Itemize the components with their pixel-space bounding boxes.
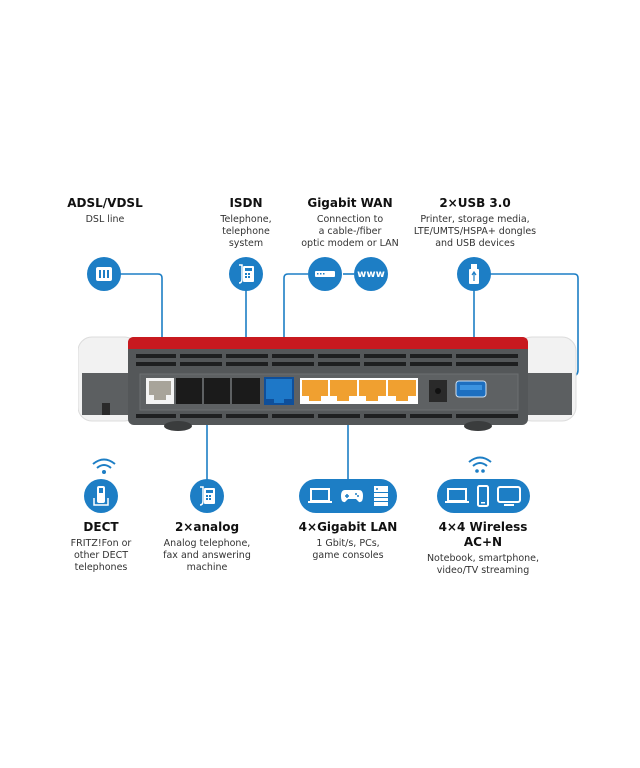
cordless-phone-icon bbox=[84, 479, 118, 513]
laptop-icon bbox=[307, 488, 332, 503]
feature-title: 2×USB 3.0 bbox=[439, 196, 511, 210]
feature-desc: Printer, storage media,LTE/UMTS/HSPA+ do… bbox=[413, 214, 537, 249]
dsl-splitter-icon bbox=[87, 257, 121, 291]
feature-adsl-vdsl: ADSL/VDSL DSL line bbox=[40, 196, 170, 226]
laptop-icon bbox=[444, 488, 469, 503]
port-fon bbox=[176, 378, 260, 404]
desk-phone-icon bbox=[190, 479, 224, 513]
feature-title: Gigabit WAN bbox=[307, 196, 393, 210]
server-icon bbox=[373, 486, 388, 506]
feature-desc: 1 Gbit/s, PCs,game consoles bbox=[312, 538, 384, 561]
feature-wireless: 4×4 Wireless AC+N Notebook, smartphone,v… bbox=[418, 520, 548, 577]
cable-notch bbox=[102, 403, 110, 415]
usb-stick-icon bbox=[457, 257, 491, 291]
feature-analog: 2×analog Analog telephone,fax and answer… bbox=[147, 520, 267, 574]
port-power bbox=[429, 380, 447, 402]
feature-title: ISDN bbox=[229, 196, 263, 210]
feature-title: 4×Gigabit LAN bbox=[298, 520, 398, 534]
feature-desc: Notebook, smartphone,video/TV streaming bbox=[426, 553, 540, 576]
feature-title: DECT bbox=[83, 520, 119, 534]
feature-title: 4×4 Wireless AC+N bbox=[438, 520, 528, 549]
modem-icon bbox=[308, 257, 342, 291]
feature-usb: 2×USB 3.0 Printer, storage media,LTE/UMT… bbox=[400, 196, 550, 250]
lan-devices-icons bbox=[299, 479, 397, 513]
port-lan bbox=[302, 380, 416, 401]
www-icon: www bbox=[354, 257, 388, 291]
router-rear-panel bbox=[78, 336, 577, 431]
gamepad-icon bbox=[341, 490, 363, 503]
port-usb bbox=[455, 380, 487, 398]
feature-gigabit-lan: 4×Gigabit LAN 1 Gbit/s, PCs,game console… bbox=[288, 520, 408, 562]
wireless-icon bbox=[92, 458, 116, 474]
smartphone-icon bbox=[476, 485, 489, 507]
desk-phone-icon bbox=[229, 257, 263, 291]
wireless-devices-icons bbox=[437, 479, 530, 513]
feature-title: ADSL/VDSL bbox=[67, 196, 143, 210]
port-dsl bbox=[146, 378, 174, 404]
feature-title: 2×analog bbox=[174, 520, 240, 534]
connector-wan bbox=[283, 273, 308, 372]
wireless-icon bbox=[468, 456, 492, 473]
feature-desc: DSL line bbox=[85, 214, 125, 225]
connector-dsl bbox=[117, 273, 163, 372]
tv-icon bbox=[497, 486, 522, 506]
port-wan bbox=[264, 377, 294, 405]
